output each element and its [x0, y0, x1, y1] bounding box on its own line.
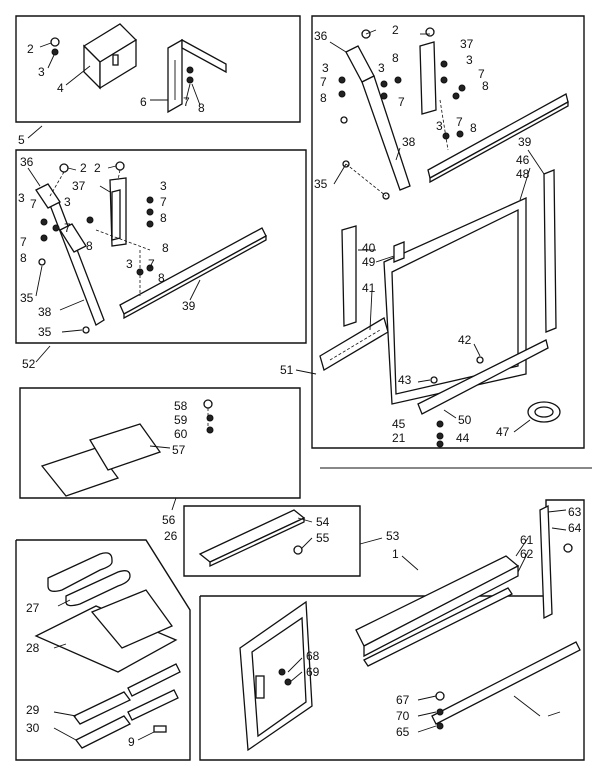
label-3: 3 — [322, 61, 329, 75]
label-9: 9 — [128, 735, 135, 749]
label-2: 2 — [27, 42, 34, 56]
label-43: 43 — [398, 373, 412, 387]
panel-part-51 — [311, 15, 585, 449]
label-3: 3 — [466, 53, 473, 67]
label-37: 37 — [460, 37, 474, 51]
label-36: 36 — [20, 155, 34, 169]
label-8: 8 — [86, 239, 93, 253]
label-3: 3 — [64, 195, 71, 209]
label-53: 53 — [386, 529, 400, 543]
label-29: 29 — [26, 703, 40, 717]
label-21: 21 — [392, 431, 406, 445]
label-7: 7 — [320, 75, 327, 89]
label-62: 62 — [520, 547, 534, 561]
label-26: 26 — [164, 529, 178, 543]
label-64: 64 — [568, 521, 582, 535]
label-35: 35 — [314, 177, 328, 191]
panel-part-1 — [199, 499, 585, 761]
label-39: 39 — [518, 135, 532, 149]
panel-part-5 — [15, 15, 301, 123]
label-52: 52 — [22, 357, 36, 371]
label-8: 8 — [198, 101, 205, 115]
label-58: 58 — [174, 399, 188, 413]
label-30: 30 — [26, 721, 40, 735]
panel-part-52 — [15, 149, 307, 344]
label-38: 38 — [402, 135, 416, 149]
label-40: 40 — [362, 241, 376, 255]
label-28: 28 — [26, 641, 40, 655]
label-7: 7 — [478, 67, 485, 81]
label-7: 7 — [456, 115, 463, 129]
label-61: 61 — [520, 533, 534, 547]
label-36: 36 — [314, 29, 328, 43]
label-44: 44 — [456, 431, 470, 445]
label-42: 42 — [458, 333, 472, 347]
label-6: 6 — [140, 95, 147, 109]
label-5: 5 — [18, 133, 25, 147]
label-45: 45 — [392, 417, 406, 431]
label-51: 51 — [280, 363, 294, 377]
label-8: 8 — [482, 79, 489, 93]
label-7: 7 — [160, 195, 167, 209]
label-8: 8 — [392, 51, 399, 65]
label-60: 60 — [174, 427, 188, 441]
label-7: 7 — [398, 95, 405, 109]
label-56: 56 — [162, 513, 176, 527]
label-57: 57 — [172, 443, 186, 457]
label-41: 41 — [362, 281, 376, 295]
label-8: 8 — [320, 91, 327, 105]
label-54: 54 — [316, 515, 330, 529]
label-2: 2 — [80, 161, 87, 175]
label-3: 3 — [18, 191, 25, 205]
label-8: 8 — [20, 251, 27, 265]
label-8: 8 — [158, 271, 165, 285]
label-3: 3 — [378, 61, 385, 75]
label-7: 7 — [183, 95, 190, 109]
panel-part-53 — [183, 505, 383, 577]
label-1: 1 — [392, 547, 399, 561]
label-50: 50 — [458, 413, 472, 427]
label-35: 35 — [38, 325, 52, 339]
label-8: 8 — [162, 241, 169, 255]
label-63: 63 — [568, 505, 582, 519]
label-70: 70 — [396, 709, 410, 723]
label-55: 55 — [316, 531, 330, 545]
label-7: 7 — [20, 235, 27, 249]
label-7: 7 — [30, 197, 37, 211]
label-69: 69 — [306, 665, 320, 679]
label-2: 2 — [94, 161, 101, 175]
label-4: 4 — [57, 81, 64, 95]
label-68: 68 — [306, 649, 320, 663]
label-65: 65 — [396, 725, 410, 739]
label-8: 8 — [470, 121, 477, 135]
label-67: 67 — [396, 693, 410, 707]
label-35: 35 — [20, 291, 34, 305]
label-7: 7 — [148, 257, 155, 271]
label-7: 7 — [64, 221, 71, 235]
label-2: 2 — [392, 23, 399, 37]
label-3: 3 — [436, 119, 443, 133]
panel-part-56 — [19, 387, 301, 511]
label-38: 38 — [38, 305, 52, 319]
label-3: 3 — [160, 179, 167, 193]
label-3: 3 — [38, 65, 45, 79]
label-3: 3 — [126, 257, 133, 271]
label-47: 47 — [496, 425, 510, 439]
label-27: 27 — [26, 601, 40, 615]
label-37: 37 — [72, 179, 86, 193]
label-59: 59 — [174, 413, 188, 427]
label-8: 8 — [160, 211, 167, 225]
label-39: 39 — [182, 299, 196, 313]
panel-part-26 — [15, 539, 191, 761]
label-48: 48 — [516, 167, 530, 181]
label-49: 49 — [362, 255, 376, 269]
label-46: 46 — [516, 153, 530, 167]
